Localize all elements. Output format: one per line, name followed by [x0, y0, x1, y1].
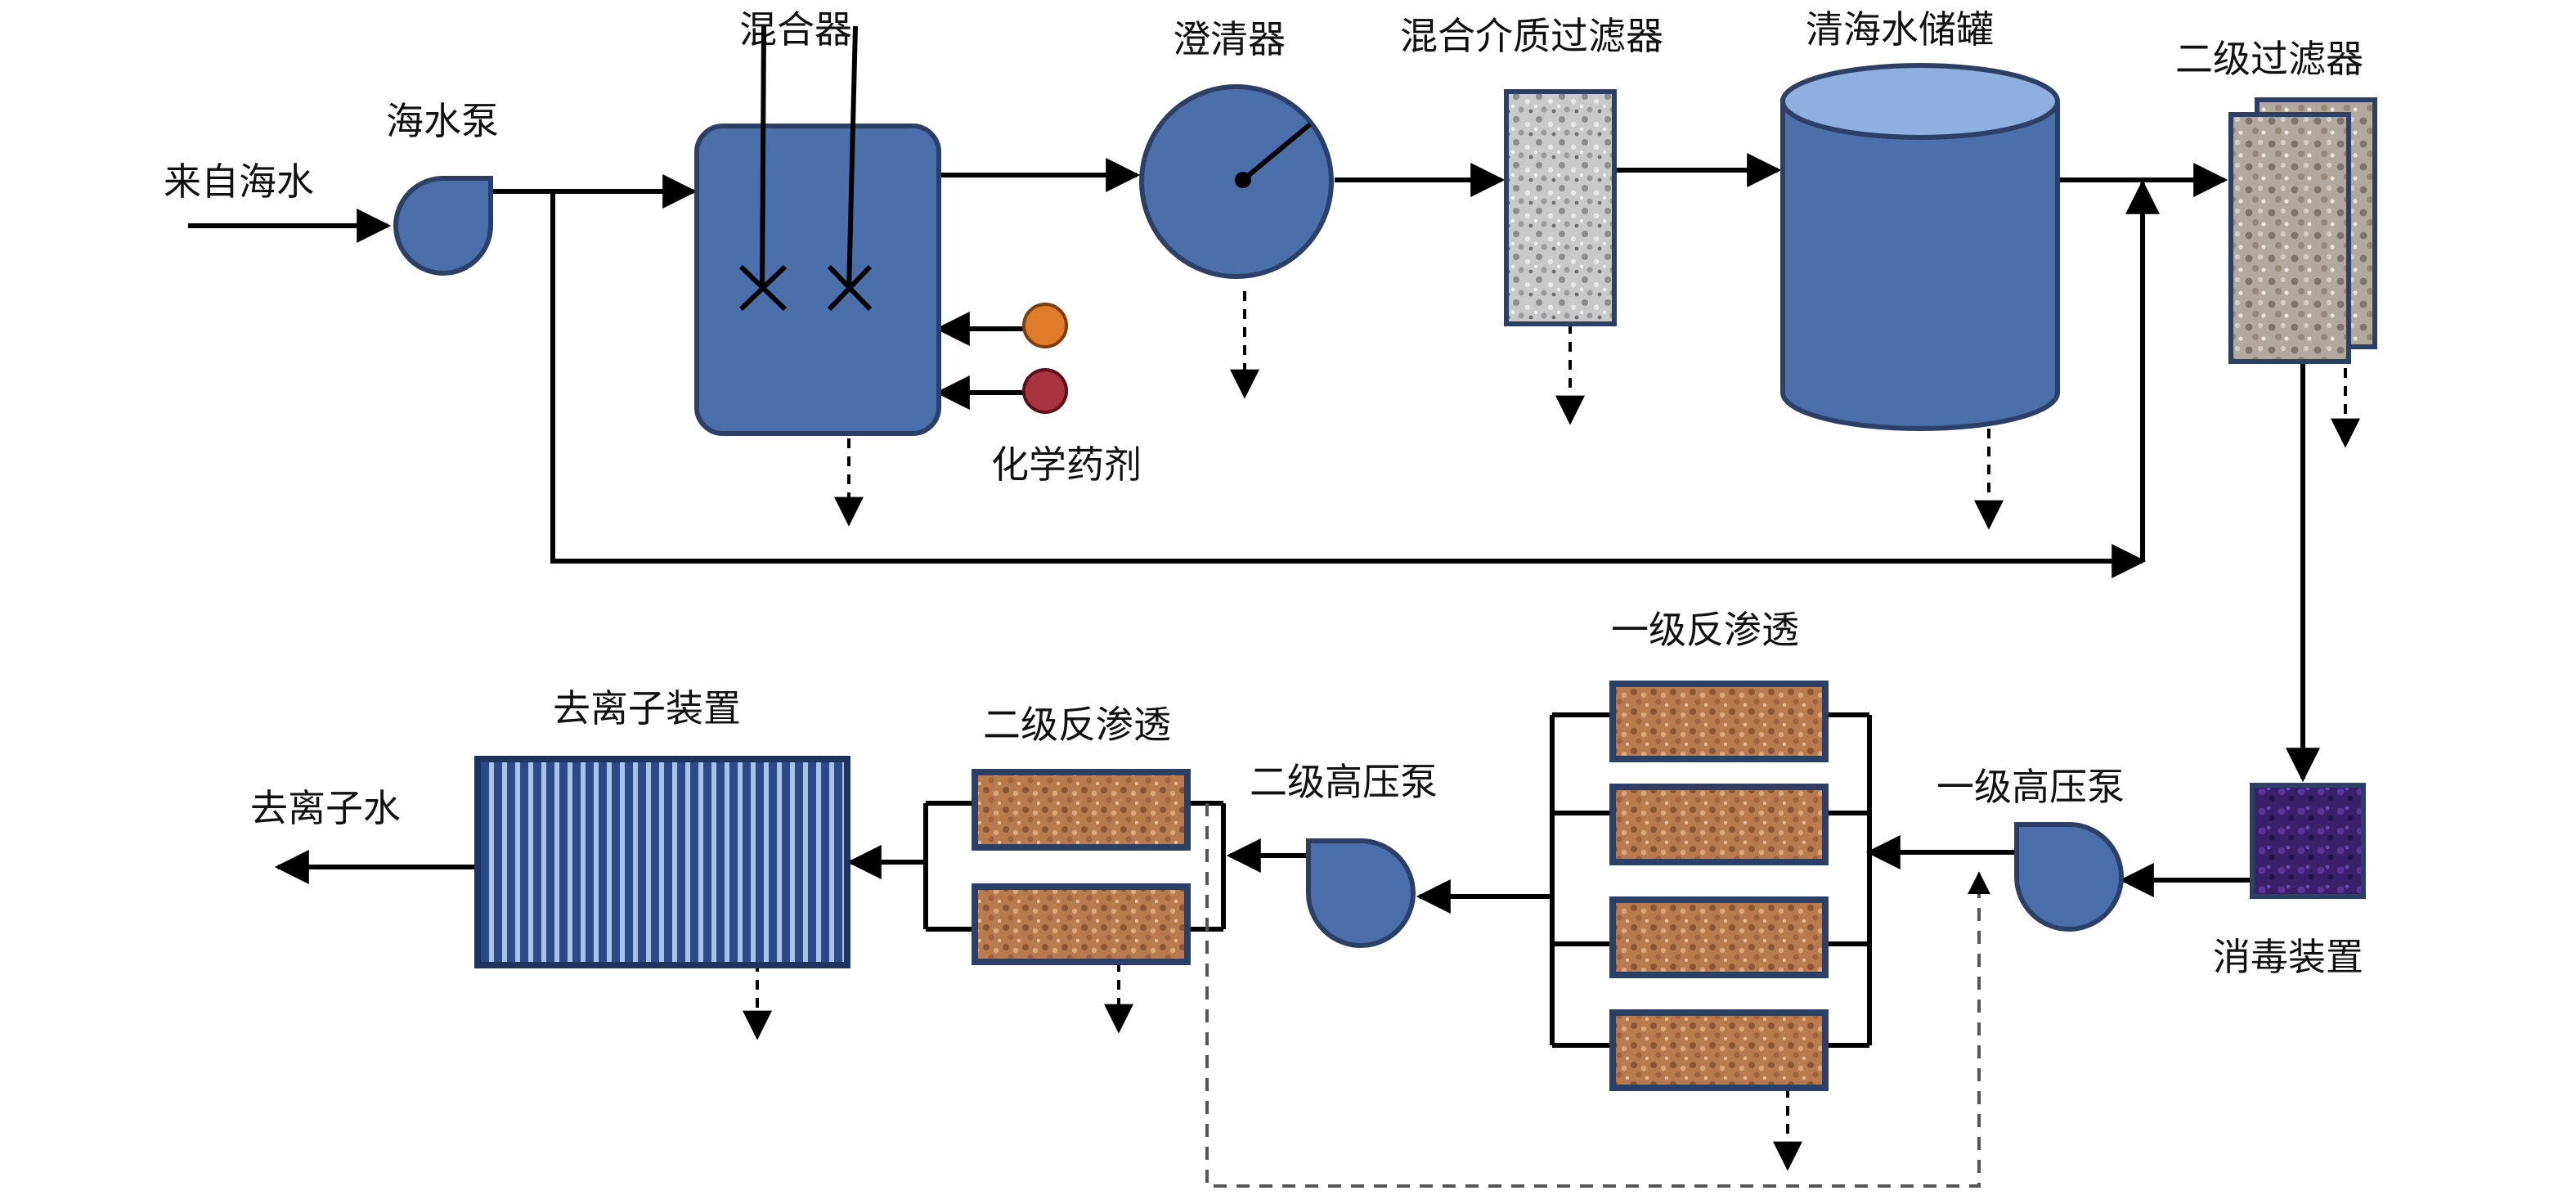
ro1-module-1: [1609, 681, 1829, 762]
label-seawater-pump: 海水泵: [386, 99, 499, 143]
mixed-media-filter: [1504, 89, 1617, 326]
label-hp-pump-1: 一级高压泵: [1936, 765, 2125, 809]
ro1-module-4: [1609, 1009, 1829, 1091]
ro1-inlet-manifold: [1825, 712, 1872, 1048]
label-chemicals: 化学药剂: [991, 443, 1142, 487]
ro1-outlet-manifold: [1550, 712, 1613, 1048]
clarifier: [1139, 84, 1334, 279]
label-ro-1: 一级反渗透: [1611, 608, 1799, 652]
ro1-module-3: [1609, 896, 1829, 978]
ro2-module-1: [972, 769, 1191, 851]
label-deionized-water: 去离子水: [250, 786, 401, 830]
flow-bypass-line: [550, 191, 2147, 578]
label-disinfection: 消毒装置: [2213, 935, 2363, 979]
label-mixer: 混合器: [739, 7, 852, 52]
label-clarifier: 澄清器: [1173, 17, 1286, 61]
ro1-module-2: [1609, 784, 1829, 865]
label-hp-pump-2: 二级高压泵: [1250, 760, 1438, 804]
chemical-dose-orange: [1022, 303, 1068, 348]
seawater-pump: [393, 176, 493, 276]
mixer: [694, 25, 941, 436]
chemical-dose-red: [1022, 368, 1068, 414]
label-clean-tank: 清海水储罐: [1806, 7, 1994, 52]
label-seawater-in: 来自海水: [164, 159, 314, 204]
deionizer: [474, 756, 850, 968]
label-secondary-filter: 二级过滤器: [2175, 37, 2363, 81]
clean-seawater-tank: [1780, 63, 2060, 431]
label-ro-2: 二级反渗透: [983, 703, 1171, 747]
disinfection-unit: [2250, 783, 2366, 899]
ro2-inlet-manifold: [1187, 801, 1226, 932]
hp-pump-1: [2014, 822, 2124, 932]
label-deionizer: 去离子装置: [553, 686, 741, 730]
recycle-line: [1205, 803, 1990, 1188]
ro2-module-2: [972, 883, 1191, 965]
hp-pump-2: [1306, 838, 1416, 948]
secondary-filter: [2228, 97, 2377, 364]
ro2-outlet-manifold: [923, 801, 975, 932]
label-media-filter: 混合介质过滤器: [1400, 14, 1663, 58]
